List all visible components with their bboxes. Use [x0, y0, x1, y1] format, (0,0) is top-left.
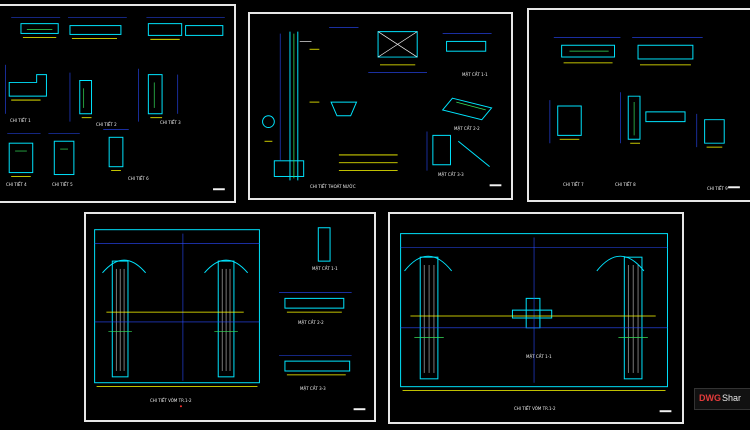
- sheet-2-label-3: MẶT CẮT 2-2: [454, 126, 480, 131]
- sheet-1-label-6: CHI TIẾT 6: [128, 176, 149, 181]
- sheet-1-label-5: CHI TIẾT 5: [52, 182, 73, 187]
- dwgshare-watermark: DWG Shar: [694, 388, 750, 410]
- sheet-1-linework: [4, 17, 225, 191]
- sheet-3-label-3: CHI TIẾT 9: [707, 186, 728, 191]
- sheet-5-label-2: MẶT CẮT 1-1: [526, 354, 552, 359]
- sheet-4-label-1: CHI TIẾT VÒM TR.1-2: [150, 398, 192, 403]
- sheet-1-label-3: CHI TIẾT 3: [160, 120, 181, 125]
- drawing-sheet-3[interactable]: CHI TIẾT 7 CHI TIẾT 8 CHI TIẾT 9: [527, 8, 750, 202]
- sheet-3-linework: [549, 37, 740, 189]
- sheet-5-linework: [400, 233, 672, 413]
- drawing-sheet-1[interactable]: CHI TIẾT 1 CHI TIẾT 2 CHI TIẾT 3 CHI TIẾ…: [0, 4, 236, 203]
- sheet-4-label-4: MẶT CẮT 3-3: [300, 386, 326, 391]
- watermark-brand-white: Shar: [722, 393, 742, 403]
- sheet-3-label-1: CHI TIẾT 7: [563, 182, 584, 187]
- sheet-5-label-1: CHI TIẾT VÒM TR.1-2: [514, 406, 556, 411]
- sheet-2-label-4: MẶT CẮT 3-3: [438, 172, 464, 177]
- sheet-2-label-1: MẶT CẮT 1-1: [462, 72, 488, 77]
- sheet-3-label-2: CHI TIẾT 8: [615, 182, 636, 187]
- sheet-4-label-3: MẶT CẮT 2-2: [298, 320, 324, 325]
- sheet-1-label-1: CHI TIẾT 1: [10, 118, 31, 123]
- sheet-1-label-4: CHI TIẾT 4: [6, 182, 27, 187]
- sheet-2-label-2: CHI TIẾT THOÁT NƯỚC: [310, 184, 356, 189]
- drawing-sheet-4[interactable]: CHI TIẾT VÒM TR.1-2 MẶT CẮT 1-1 MẶT CẮT …: [84, 212, 376, 422]
- sheet-4-label-2: MẶT CẮT 1-1: [312, 266, 338, 271]
- watermark-brand-red: DWG: [699, 393, 721, 403]
- sheet-4-linework: [94, 227, 366, 411]
- drawing-sheet-2[interactable]: MẶT CẮT 1-1 CHI TIẾT THOÁT NƯỚC MẶT CẮT …: [248, 12, 513, 200]
- sheet-1-label-2: CHI TIẾT 2: [96, 122, 117, 127]
- drawing-sheet-5[interactable]: CHI TIẾT VÒM TR.1-2 MẶT CẮT 1-1: [388, 212, 684, 424]
- sheet-2-linework: [262, 27, 502, 187]
